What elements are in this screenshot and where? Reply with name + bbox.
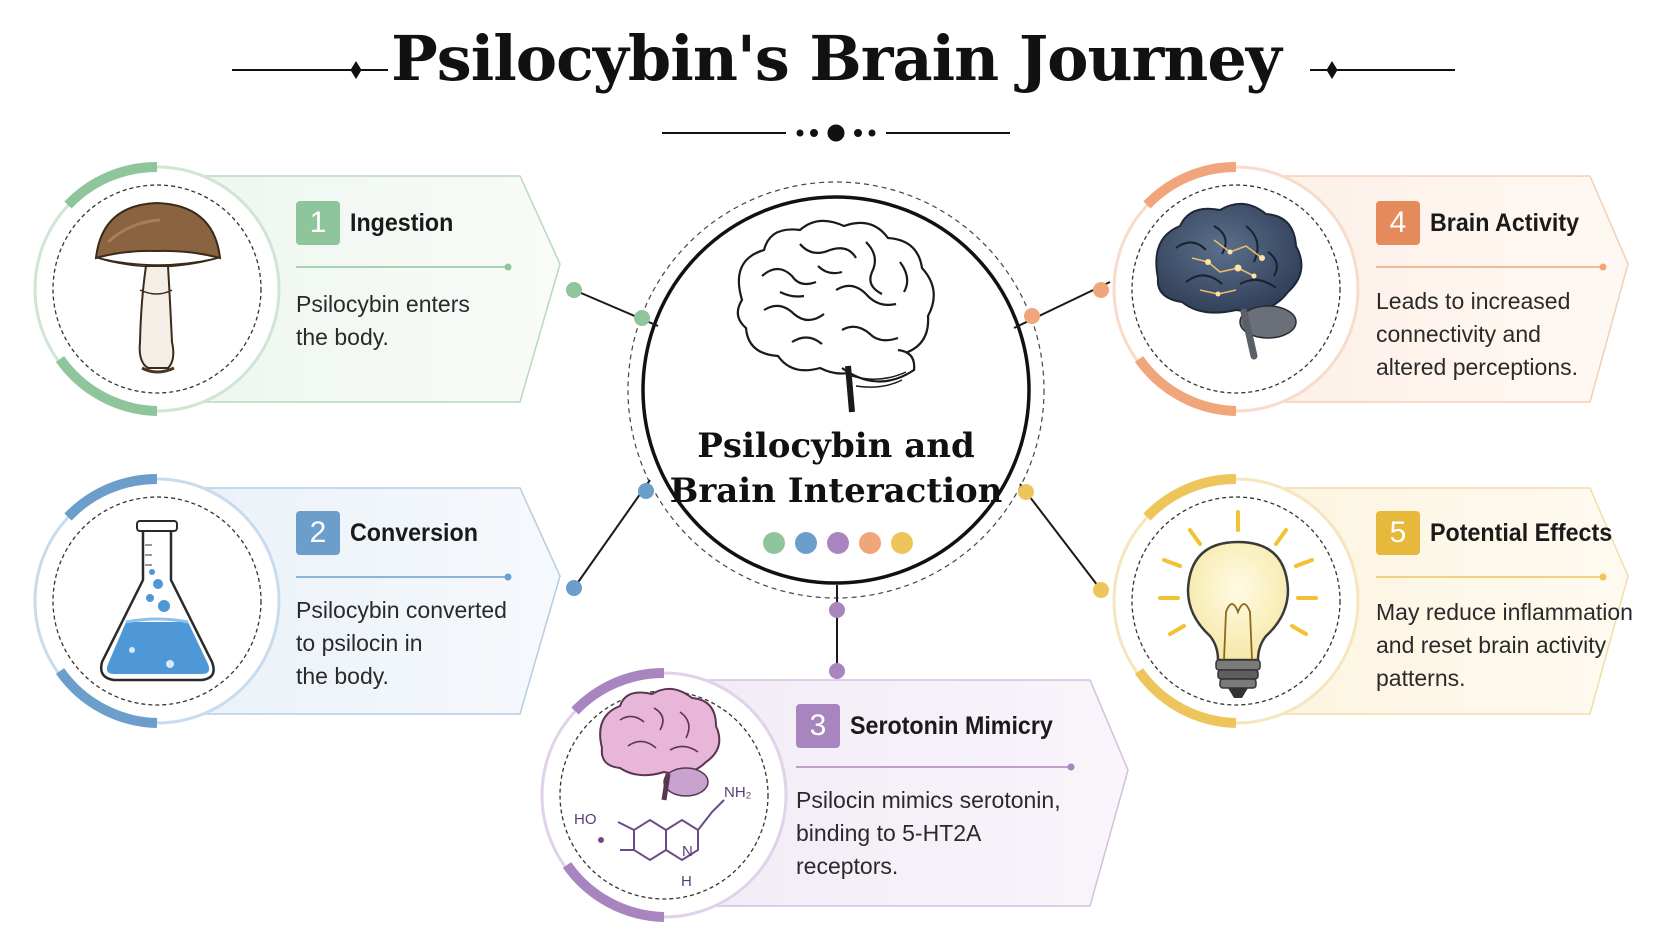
connector-step-2: [566, 479, 654, 596]
color-dot-blue: [795, 532, 817, 554]
step-2-header: 2 Conversion: [296, 511, 488, 555]
step-3-label: Serotonin Mimicry: [850, 711, 1053, 740]
color-dot-orange: [859, 532, 881, 554]
step-1-desc-line: the body.: [296, 324, 389, 350]
step-1-description: Psilocybin enters the body.: [296, 288, 470, 354]
flask-icon: [100, 520, 215, 682]
connector-step-5: [1018, 483, 1109, 598]
center-title-line-1: Psilocybin and: [697, 426, 975, 466]
step-2-card: [33, 473, 561, 728]
title-underline-ornament: [662, 124, 1010, 142]
page-title: Psilocybin's Brain Journey: [391, 22, 1282, 95]
molecule-n-label: N: [682, 843, 693, 860]
central-hub: [627, 181, 1045, 599]
step-3-desc-line: Psilocin mimics serotonin,: [796, 787, 1061, 813]
step-3-number-badge: 3: [796, 704, 840, 748]
step-2-title-divider: [296, 573, 512, 581]
step-1-desc-line: Psilocybin enters: [296, 291, 470, 317]
color-dot-yellow: [891, 532, 913, 554]
step-3-title-divider: [796, 763, 1075, 771]
title-ornament-right: [1310, 61, 1455, 79]
title-ornament-left: [232, 61, 388, 79]
step-3-card: HO NH₂ N H: [540, 667, 1129, 922]
step-1-header: 1 Ingestion: [296, 201, 461, 245]
step-4-desc-line: altered perceptions.: [1376, 354, 1579, 380]
step-2-label: Conversion: [350, 518, 478, 547]
molecule-nh2-label: NH₂: [724, 784, 752, 801]
connector-step-4: [1013, 281, 1111, 329]
step-2-desc-line: to psilocin in: [296, 630, 423, 656]
step-5-desc-line: patterns.: [1376, 665, 1466, 691]
step-5-label: Potential Effects: [1430, 518, 1613, 547]
step-4-number-badge: 4: [1376, 201, 1420, 245]
step-2-desc-line: the body.: [296, 663, 389, 689]
molecule-ho-label: HO: [574, 811, 597, 828]
step-4-card: [1112, 161, 1629, 416]
connector-step-1: [566, 282, 659, 327]
step-3-desc-line: receptors.: [796, 853, 899, 879]
glowing-brain-icon: [1155, 203, 1303, 360]
step-4-title-divider: [1376, 263, 1607, 271]
step-1-label: Ingestion: [350, 208, 454, 237]
color-dot-purple: [827, 532, 849, 554]
step-4-header: 4 Brain Activity: [1376, 201, 1590, 245]
step-3-description: Psilocin mimics serotonin, binding to 5-…: [796, 784, 1061, 883]
molecule-h-label: H: [681, 873, 692, 890]
central-brain-icon: [736, 219, 935, 413]
lightbulb-icon: [1158, 510, 1318, 698]
step-2-description: Psilocybin converted to psilocin in the …: [296, 594, 507, 693]
step-1-title-divider: [296, 263, 512, 271]
center-title-line-2: Brain Interaction: [669, 471, 1003, 511]
center-title: Psilocybin and Brain Interaction: [636, 424, 1036, 514]
step-2-desc-line: Psilocybin converted: [296, 597, 507, 623]
color-key-dots: [763, 532, 913, 554]
mushroom-icon: [94, 201, 222, 374]
step-2-number-badge: 2: [296, 511, 340, 555]
step-3-desc-line: binding to 5-HT2A: [796, 820, 982, 846]
step-5-title-divider: [1376, 573, 1607, 581]
step-5-card: [1112, 473, 1629, 728]
step-5-desc-line: and reset brain activity: [1376, 632, 1607, 658]
step-5-number-badge: 5: [1376, 511, 1420, 555]
step-5-desc-line: May reduce inflammation: [1376, 599, 1633, 625]
step-1-number-badge: 1: [296, 201, 340, 245]
color-dot-green: [763, 532, 785, 554]
step-3-header: 3 Serotonin Mimicry: [796, 704, 1068, 748]
brain-molecule-icon: HO NH₂ N H: [574, 687, 752, 890]
step-4-desc-line: Leads to increased: [1376, 288, 1571, 314]
step-5-description: May reduce inflammation and reset brain …: [1376, 596, 1633, 695]
step-1-card: [33, 161, 561, 416]
connector-step-3: [829, 585, 845, 679]
step-4-desc-line: connectivity and: [1376, 321, 1541, 347]
step-4-description: Leads to increased connectivity and alte…: [1376, 285, 1578, 384]
step-4-label: Brain Activity: [1430, 208, 1580, 237]
step-5-header: 5 Potential Effects: [1376, 511, 1626, 555]
